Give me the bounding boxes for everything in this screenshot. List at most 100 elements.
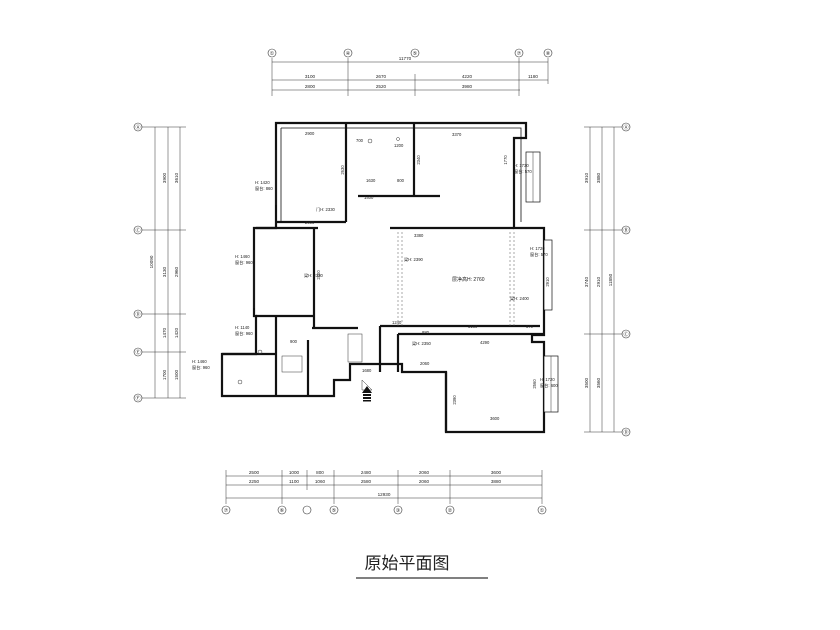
inner-dim-f: 2340 — [416, 155, 421, 165]
inner-dim-h: 1630 — [366, 178, 376, 183]
right-dim-1: 3910 — [584, 172, 589, 183]
left-axis-2: Ⓒ — [135, 227, 140, 234]
bottom-dim-4: 2480 — [361, 470, 372, 475]
door-height-label: 门H: 2330 — [316, 206, 336, 213]
beam-label-1: 梁H: 2390 — [404, 256, 424, 263]
beam-label-4: 梁H: 2330 — [304, 272, 324, 279]
inner-dim-v: 900 — [290, 339, 298, 344]
room-labels: 层净高H: 2760 梁H: 2390 梁H: 2400 梁H: 2350 梁H… — [304, 206, 530, 347]
beam-label-3: 梁H: 2350 — [412, 340, 432, 347]
bottom-dim-5: 2060 — [419, 470, 430, 475]
right-axis-4: Ⓓ — [623, 429, 628, 436]
right-dim-total: 11850 — [608, 273, 613, 286]
left-dim-7: 1420 — [174, 327, 179, 338]
top-dim-3: 4220 — [462, 74, 473, 79]
bottom-dimension-chain: 2500 1000 800 2480 2060 3600 2250 1100 1… — [221, 470, 547, 515]
right-axis-1: Ⓐ — [623, 124, 628, 131]
window-note-4b: 窗台: 570 — [530, 251, 548, 258]
bottom-dim-10: 2580 — [361, 479, 372, 484]
left-dim-2: 3130 — [162, 266, 167, 277]
right-dim-5: 2910 — [596, 276, 601, 287]
left-dim-4: 1700 — [162, 369, 167, 380]
bottom-dim-1: 2500 — [249, 470, 260, 475]
window-note-5b: 窗台: 960 — [235, 330, 253, 337]
top-dim-total: 11770 — [399, 56, 412, 61]
bottom-dim-8: 1100 — [289, 479, 299, 484]
right-dim-2: 3740 — [584, 276, 589, 287]
left-axis-1: Ⓐ — [135, 124, 140, 131]
window-note-1b: 窗台: 860 — [255, 185, 273, 192]
inner-dim-i: 800 — [397, 178, 405, 183]
right-axis-2: Ⓑ — [623, 227, 628, 234]
inner-dim-p: 4290 — [480, 340, 490, 345]
right-dim-6: 3560 — [596, 377, 601, 388]
window-note-6: H: 1460 — [192, 359, 207, 364]
window-note-3: H: 1460 — [235, 254, 250, 259]
left-dim-1: 3900 — [162, 172, 167, 183]
window-note-2: H: 1730 — [514, 163, 529, 168]
bottom-axis-3: ⑤ — [332, 508, 336, 514]
left-dim-5: 3610 — [174, 172, 179, 183]
inner-dim-z: 2560 — [532, 379, 537, 389]
window-notes: H: 1420 窗台: 860 H: 1730 窗台: 570 H: 1460 … — [192, 163, 558, 389]
window-note-2b: 窗台: 570 — [514, 168, 532, 175]
inner-dim-y: 2400 — [316, 270, 321, 280]
top-axis-1: ① — [270, 51, 275, 57]
bottom-dim-6: 3600 — [491, 470, 502, 475]
living-room-height-label: 层净高H: 2760 — [452, 276, 485, 283]
entrance-arrow-icon — [362, 386, 372, 402]
inner-dimensions: 2900 700 3370 1200 1630 800 1400 2900 12… — [290, 131, 550, 421]
left-dim-6: 2960 — [174, 266, 179, 277]
bottom-axis-4: ③ — [396, 508, 400, 514]
right-dim-3: 3500 — [584, 377, 589, 388]
left-dim-3: 1470 — [162, 327, 167, 338]
window-note-1: H: 1420 — [255, 180, 270, 185]
inner-dim-c: 3370 — [452, 132, 462, 137]
inner-dim-n: 3160 — [468, 324, 478, 329]
top-dim-1: 3100 — [305, 74, 316, 79]
bottom-dim-2: 1000 — [289, 470, 300, 475]
right-dim-4: 3880 — [596, 172, 601, 183]
bottom-axis-1: ⑦ — [224, 508, 229, 514]
inner-dim-m: 3380 — [414, 233, 424, 238]
bottom-dim-12: 3880 — [491, 479, 502, 484]
inner-dim-k: 2900 — [305, 220, 315, 225]
left-dimension-chain: 10090 3900 3130 1470 1700 3610 2960 1420… — [133, 122, 186, 403]
bottom-dim-7: 2250 — [249, 479, 260, 484]
window-note-3b: 窗台: 960 — [235, 259, 253, 266]
drawing-title: 原始平面图 — [365, 554, 450, 573]
inner-dim-j: 1400 — [364, 195, 374, 200]
top-dim-4: 1180 — [528, 74, 538, 79]
inner-dim-s: 2390 — [452, 395, 457, 405]
top-dim-2: 2670 — [376, 74, 387, 79]
inner-dim-d: 1200 — [394, 143, 404, 148]
inner-dim-r: 3600 — [490, 416, 500, 421]
bottom-axis-2: ⑥ — [280, 508, 285, 514]
inner-dim-g: 1770 — [503, 155, 508, 165]
left-axis-5: Ⓕ — [135, 395, 140, 402]
inner-dim-w: 870 — [526, 324, 534, 329]
right-dimension-chain: 3910 3740 3500 3880 2910 3560 11850 Ⓐ Ⓑ … — [584, 122, 631, 437]
inner-dim-e: 2630 — [340, 165, 345, 175]
top-dim-7: 3980 — [462, 84, 473, 89]
left-dim-total: 10090 — [149, 255, 154, 268]
window-note-6b: 窗台: 960 — [192, 364, 210, 371]
left-axis-4: Ⓔ — [135, 349, 140, 356]
top-dim-6: 2520 — [376, 84, 387, 89]
left-dim-8: 1500 — [174, 369, 179, 380]
top-axis-5: ⑧ — [546, 51, 551, 57]
top-axis-2: ④ — [346, 51, 351, 57]
top-axis-4: ⑦ — [517, 51, 522, 57]
walls — [220, 121, 559, 434]
top-axis-3: ⑤ — [413, 51, 417, 57]
inner-dim-q: 2060 — [420, 361, 430, 366]
inner-dim-b: 700 — [356, 138, 364, 143]
left-axis-3: Ⓓ — [135, 311, 140, 318]
top-dimension-chain: 11770 3100 2670 4220 1180 2800 2520 3980… — [267, 48, 553, 96]
inner-dim-x: 2910 — [545, 277, 550, 287]
beam-label-2: 梁H: 2400 — [510, 295, 530, 302]
bottom-dim-3: 800 — [316, 470, 324, 475]
top-dim-5: 2800 — [305, 84, 316, 89]
inner-dim-u: 1680 — [362, 368, 372, 373]
